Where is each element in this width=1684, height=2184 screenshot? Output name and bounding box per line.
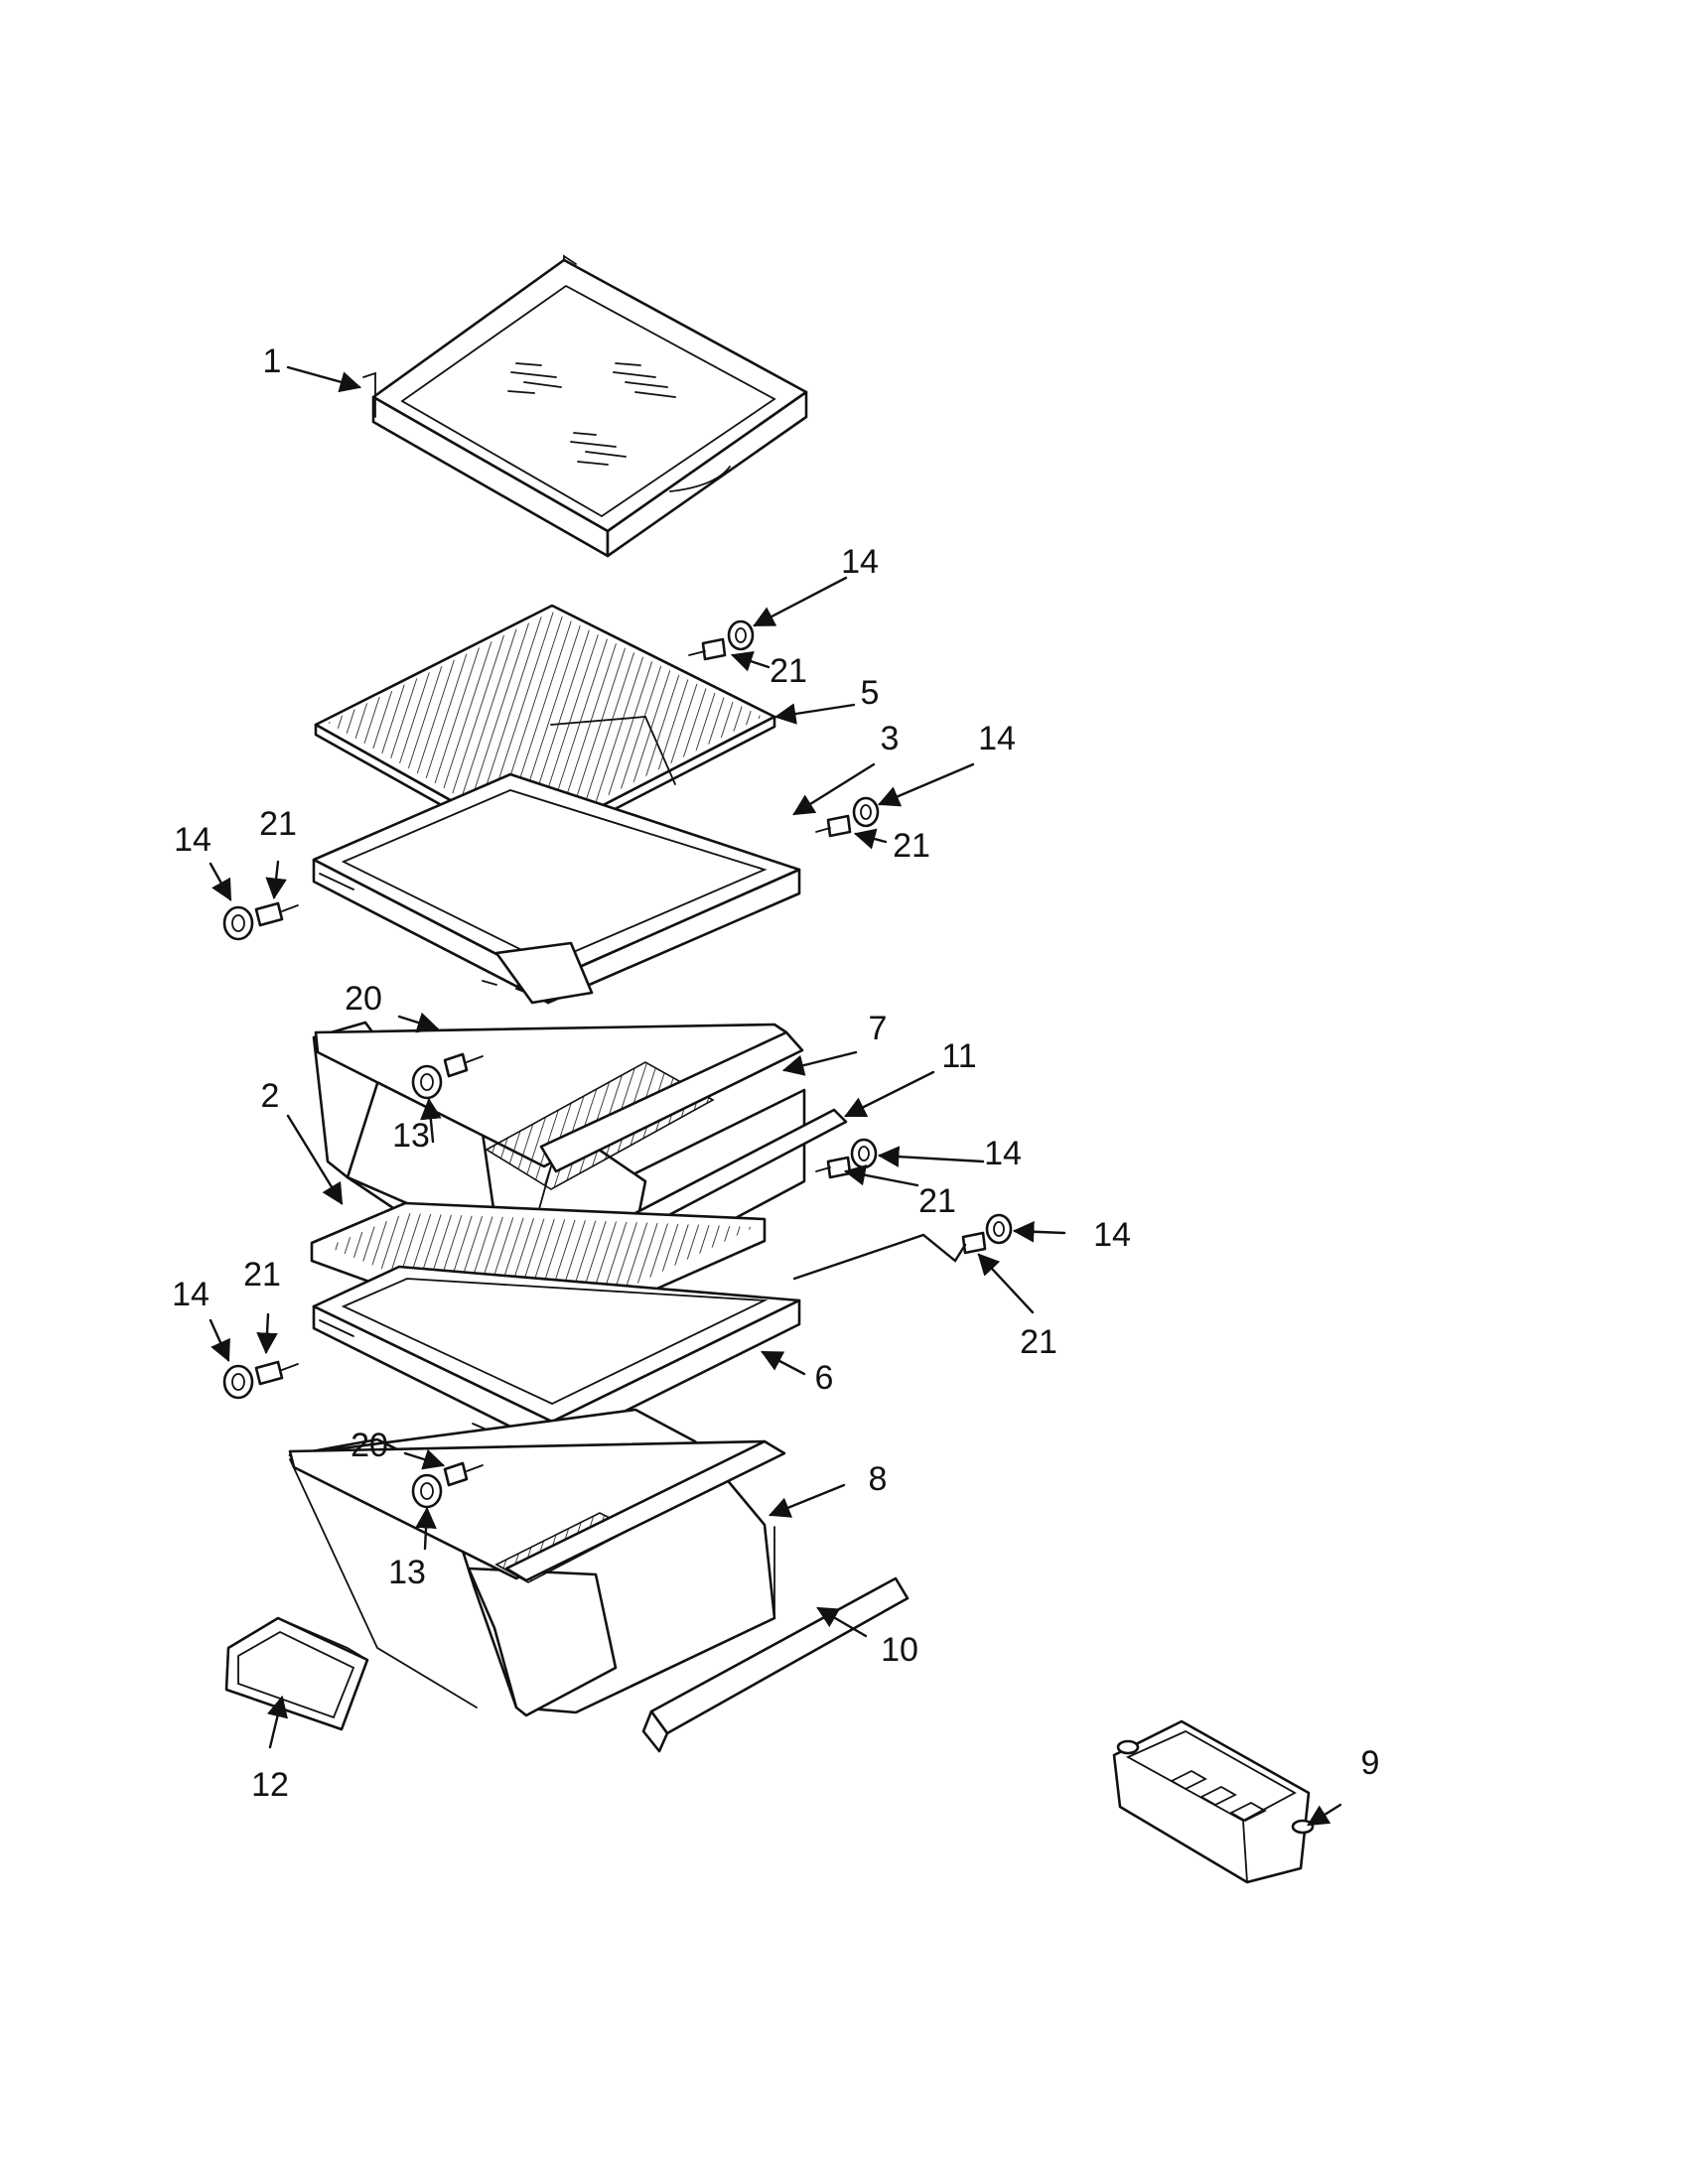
callout-13b: 13 <box>388 1554 426 1591</box>
callout-21c: 21 <box>259 805 297 843</box>
part-10-drawer-rail <box>641 1576 910 1753</box>
callout-20a: 20 <box>345 980 382 1018</box>
part-9-storage-bin <box>1112 1719 1315 1884</box>
screw-21b <box>815 814 852 838</box>
callout-14f: 14 <box>172 1276 210 1313</box>
screw-21a <box>688 637 727 661</box>
screw-21c <box>254 901 299 927</box>
callout-14a: 14 <box>841 543 879 581</box>
part-8-lower-crisper-drawer <box>288 1408 786 1717</box>
callout-2: 2 <box>261 1077 280 1115</box>
callout-6: 6 <box>815 1359 834 1397</box>
callout-13a: 13 <box>392 1117 430 1155</box>
cap-13b <box>411 1473 443 1509</box>
roller-14e-far-right <box>985 1213 1013 1245</box>
callout-21d: 21 <box>918 1182 956 1220</box>
part-2-ribbed-shelf <box>310 1201 767 1344</box>
callout-21b: 21 <box>893 827 930 865</box>
callout-5: 5 <box>861 674 880 712</box>
roller-14f-lower-left <box>222 1364 254 1400</box>
callout-8: 8 <box>869 1460 888 1498</box>
cap-13a <box>411 1064 443 1100</box>
roller-14a-top-right <box>727 619 755 651</box>
nut-20b <box>443 1461 484 1487</box>
nut-20a <box>443 1052 484 1078</box>
callout-labels: 1 14 21 5 3 14 21 14 21 20 13 7 11 14 21… <box>172 342 1379 1804</box>
part-1-shelf-frame <box>362 254 808 558</box>
screw-21d <box>815 1156 852 1179</box>
callout-20b: 20 <box>351 1427 388 1464</box>
callout-14d: 14 <box>984 1135 1022 1172</box>
part-3-crisper-cover-frame <box>312 772 801 1005</box>
callout-11: 11 <box>941 1037 976 1075</box>
callout-9: 9 <box>1361 1744 1380 1782</box>
callout-3: 3 <box>881 720 900 757</box>
callout-1: 1 <box>263 342 282 380</box>
part-12-label-panel <box>224 1616 369 1731</box>
callout-14b: 14 <box>978 720 1016 757</box>
callout-7: 7 <box>869 1010 888 1047</box>
callout-21f: 21 <box>243 1256 281 1294</box>
callout-21e: 21 <box>1020 1323 1057 1361</box>
roller-14b-right <box>852 796 880 828</box>
callout-14e: 14 <box>1093 1216 1131 1254</box>
callout-10: 10 <box>881 1631 918 1669</box>
part-6-crisper-cover-frame <box>312 1265 801 1449</box>
roller-14c-left <box>222 905 254 941</box>
screw-21f <box>254 1360 299 1386</box>
leader-lines <box>209 365 1342 1827</box>
callout-14c: 14 <box>174 821 211 859</box>
callout-21a: 21 <box>770 652 807 690</box>
callout-12: 12 <box>251 1766 289 1804</box>
roller-14d-mid-right <box>850 1138 878 1169</box>
screw-21e <box>792 1231 987 1281</box>
glass-shine-marks <box>507 362 676 466</box>
